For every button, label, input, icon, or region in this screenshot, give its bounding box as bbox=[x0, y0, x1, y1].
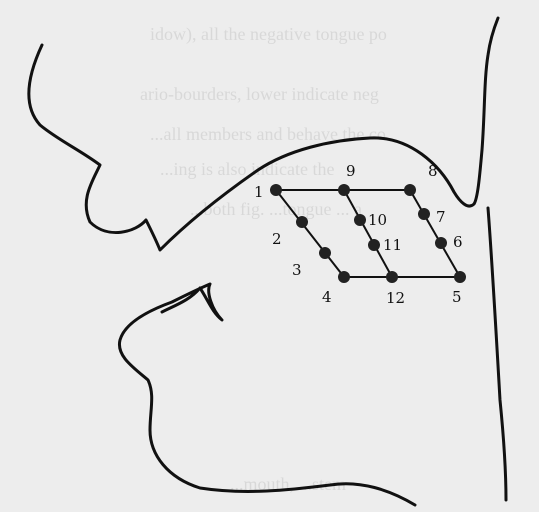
point-8 bbox=[404, 184, 416, 196]
label-9: 9 bbox=[346, 162, 356, 180]
point-4 bbox=[338, 271, 350, 283]
bleed-line-1: idow), all the negative tongue po bbox=[150, 24, 387, 45]
label-7: 7 bbox=[436, 208, 446, 226]
point-labels: 1 2 3 4 5 6 7 8 9 10 11 12 bbox=[254, 162, 463, 307]
point-7 bbox=[418, 208, 430, 220]
point-9 bbox=[338, 184, 350, 196]
point-1 bbox=[270, 184, 282, 196]
point-3 bbox=[319, 247, 331, 259]
bleed-line-2: ario-bourders, lower indicate neg bbox=[140, 84, 379, 104]
label-10: 10 bbox=[368, 211, 387, 229]
label-8: 8 bbox=[428, 162, 438, 180]
label-1: 1 bbox=[254, 183, 264, 201]
label-4: 4 bbox=[322, 288, 332, 306]
point-11 bbox=[368, 239, 380, 251]
label-11: 11 bbox=[383, 236, 402, 254]
label-5: 5 bbox=[452, 288, 462, 306]
point-10 bbox=[354, 214, 366, 226]
lower-lip-chin-outline bbox=[119, 284, 415, 505]
point-6 bbox=[435, 237, 447, 249]
pharynx-back-wall bbox=[488, 208, 506, 500]
bleed-through-text: idow), all the negative tongue po ario-b… bbox=[140, 24, 387, 494]
label-3: 3 bbox=[292, 261, 302, 279]
point-2 bbox=[296, 216, 308, 228]
point-5 bbox=[454, 271, 466, 283]
point-12 bbox=[386, 271, 398, 283]
label-12: 12 bbox=[386, 289, 405, 307]
label-2: 2 bbox=[272, 230, 282, 248]
grid-line-middle bbox=[344, 190, 392, 277]
label-6: 6 bbox=[453, 233, 463, 251]
